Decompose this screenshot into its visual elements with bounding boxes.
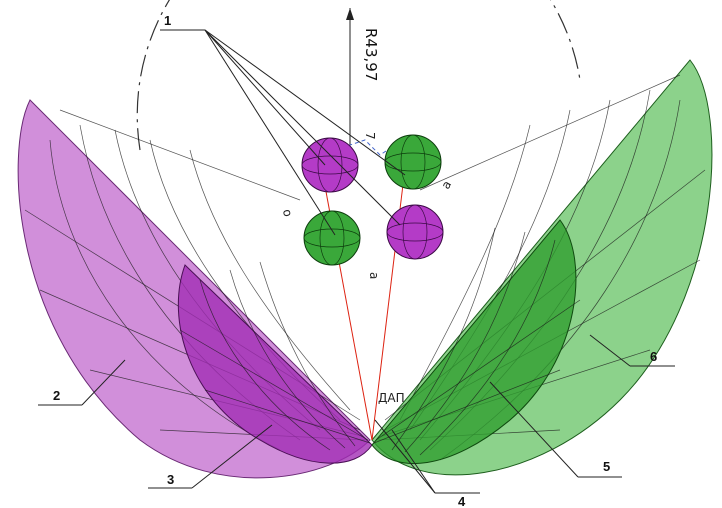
small-label-a-center: a <box>367 272 381 279</box>
callout-5: 5 <box>603 459 610 474</box>
reference-arc <box>136 0 581 151</box>
small-label-o: o <box>280 208 295 218</box>
small-label-7: 7 <box>363 132 377 140</box>
callout-1: 1 <box>164 13 171 28</box>
callout-4: 4 <box>458 494 466 508</box>
inner-right-cone <box>371 219 581 464</box>
boss-bottom-right <box>386 204 444 260</box>
callout-6: 6 <box>650 349 657 364</box>
callout-3: 3 <box>167 472 174 487</box>
boss-bottom-left <box>303 210 361 266</box>
arrow-head <box>346 8 354 20</box>
small-label-a-right: a <box>438 178 454 191</box>
center-label: ДАП <box>378 391 405 405</box>
callout-2: 2 <box>53 388 60 403</box>
radius-dimension: R43,97 <box>362 28 380 81</box>
inner-left-cone <box>177 261 373 464</box>
boss-top-right <box>384 134 442 190</box>
construction-line <box>334 139 396 156</box>
boss-top-left <box>301 137 359 193</box>
